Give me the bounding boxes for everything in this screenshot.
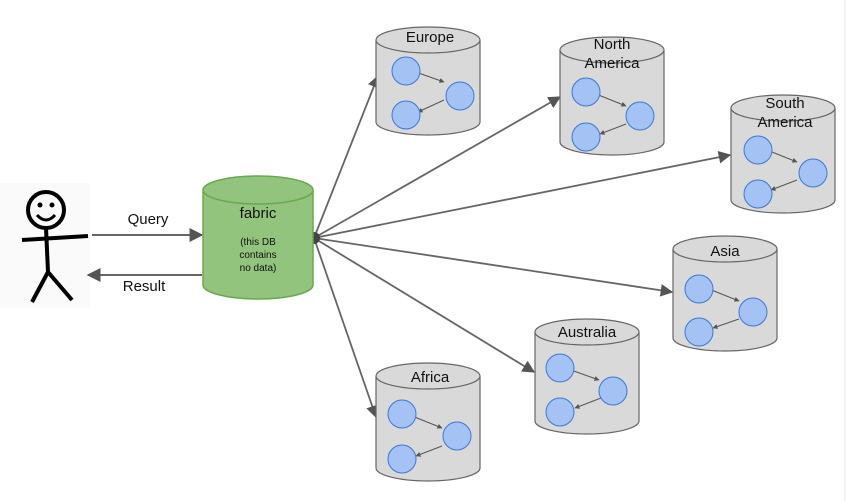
graph-icon — [684, 274, 768, 347]
fanout-arrows — [313, 74, 732, 419]
fabric-db: fabric (this DB contains no data) — [202, 175, 314, 300]
fabric-note-line-1: (this DB — [240, 237, 276, 248]
shard-australia: Australia — [534, 318, 640, 435]
graph-icon — [743, 135, 828, 209]
arrow-to-asia — [313, 237, 674, 297]
shard-africa: Africa — [375, 362, 481, 482]
graph-icon — [391, 56, 475, 130]
graph-icon — [545, 353, 628, 427]
fabric-top — [202, 175, 314, 205]
shard-asia: Asia — [672, 235, 778, 352]
fabric-note-line-2: contains — [239, 250, 276, 261]
graph-icon — [571, 77, 655, 152]
arrow-to-north-america — [313, 96, 562, 239]
shard-south-america: South America — [730, 94, 836, 214]
shard-label: Asia — [710, 243, 740, 260]
arrow-to-africa — [313, 237, 379, 419]
graph-icon — [387, 399, 472, 474]
arrow-to-australia — [313, 237, 536, 373]
shard-label: Australia — [558, 324, 617, 341]
stick-figure-icon — [0, 183, 90, 308]
fabric-label: fabric — [240, 205, 277, 222]
shard-label-line-2: America — [584, 55, 640, 72]
result-label: Result — [123, 278, 166, 295]
shard-europe: Europe — [375, 26, 481, 136]
fabric-body — [202, 190, 314, 300]
fabric-note-line-3: no data) — [240, 263, 277, 274]
shard-label-line-2: America — [757, 114, 813, 131]
shard-label-line-1: North — [594, 36, 631, 53]
shard-label: Europe — [406, 29, 454, 46]
arrow-to-europe — [313, 74, 380, 239]
arrow-to-south-america — [313, 151, 732, 239]
shard-north-america: North America — [559, 36, 665, 156]
query-label: Query — [128, 211, 169, 228]
shard-label: Africa — [411, 369, 450, 386]
shard-label-line-1: South — [765, 95, 804, 112]
